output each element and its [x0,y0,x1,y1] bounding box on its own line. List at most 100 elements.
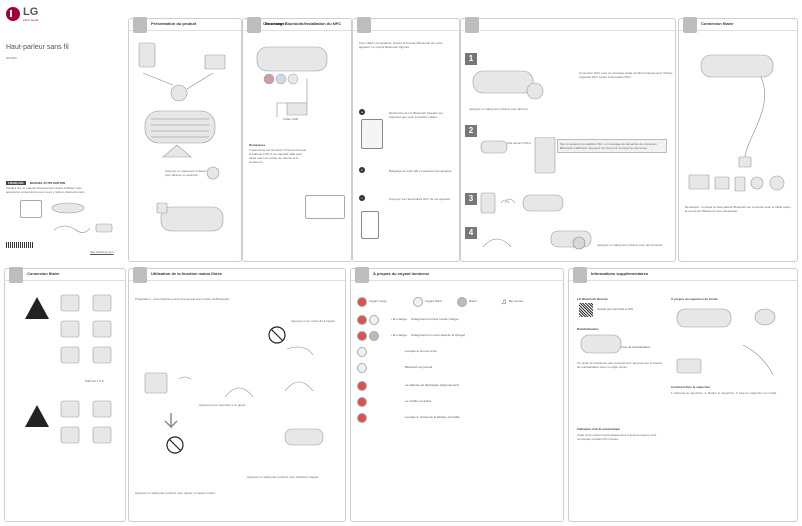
cap-fix-title: Comment fixer le capuchon [671,385,711,389]
model-number: NP3530 [6,56,17,60]
software-version: S/W Ver 1.0.0 [85,379,104,383]
step-number-3: 3 [465,193,477,205]
row2-text: Chargement en cours (état de la charge) [411,333,466,337]
panel-info: Informations supplémentaires LG Bluetoot… [568,267,798,522]
step-number-1: 1 [465,53,477,65]
speaker-side-illustration [156,202,224,232]
step1-sub: Appuyez et maintenez enfoncé pour allume… [469,107,529,111]
panel-title: Utilisation de la fonction mains libres [151,271,222,276]
row2-prefix: • En charge : [391,333,409,337]
caption-reject: Appuyez et maintenez enfoncé pour rejete… [135,491,216,495]
check-icon [9,267,23,283]
step-b-marker: b [359,167,365,173]
usb-label: Câble USB [283,117,298,121]
reset-text: Si l'unité ne fonctionne pas correctemen… [577,361,663,369]
bluetooth-intro: Pour utiliser cet appareil, activez la f… [359,41,443,49]
step-a-text: Recherche de LG Bluetooth Speaker sur l'… [389,111,444,119]
manual-label: MANUEL D'UTILISATION [30,181,66,185]
bluetooth-icon [465,17,479,33]
row1-text: Chargement terminé (mode charge) [411,317,459,321]
wired-remark: Remarque : Lorsque le haut-parleur Bluet… [685,205,792,213]
remarks-title: Remarques [249,143,266,147]
note-icon: ♫ [501,297,507,306]
remarks-text: L'autonomie est d'environ 5 heures lorsq… [249,148,307,164]
remote-title: LG Bluetooth Remote [577,297,608,301]
cap-illustration [676,308,776,376]
panel-header: Connexion Bluetooth/Installation du NFC [263,17,459,33]
legend-white: Voyant blanc [425,299,443,303]
row7-text: Lorsque le niveau de la batterie est fai… [405,415,460,419]
bluetooth-icon [357,17,371,33]
safety-warnings-grid [25,294,112,444]
row2-led-b [369,331,379,341]
panel-header: Présentation du produit [129,17,241,33]
lg-logo: LG Life's Good [6,6,38,22]
panel-title: À propos du voyant lumineux [373,271,430,276]
reset-title: Réinitialisation [577,327,599,331]
cap-fix-text: 1. Dévisser le capuchon. 2. Retirer le c… [671,391,778,395]
panel-wired: Connexion filaire Remarque : Lorsque le … [678,17,798,262]
panel-steps: 1 Connexion NFC pour un jumelage facile … [460,17,676,262]
step-number-4: 4 [465,227,477,239]
info-icon [573,267,587,283]
legend-red: Voyant rouge [369,299,387,303]
step3-illustration [480,192,564,214]
panel-header: En charge [243,17,351,33]
qr-code [579,303,593,317]
panel-header [461,17,675,33]
power-note: Appuyez et maintenez enfoncé pour allume… [165,169,207,177]
step1-caption: Connexion NFC pour un jumelage facile (A… [579,71,673,79]
barcode [6,242,34,248]
website-link[interactable]: http://www.lg.com [90,250,114,254]
panel-header: Connexion filaire [5,267,125,283]
cap-title: À propos du capuchon de l'unité [671,297,718,301]
brand-name: LG [23,6,39,18]
panel-charge: En charge Câble USB Remarques L'autonomi… [242,17,352,262]
phone-icon [133,267,147,283]
step-a-marker: a [359,109,365,115]
panel-title: Connexion filaire [701,21,734,26]
panel-presentation: Présentation du produit Appuyez et maint… [128,17,242,262]
panel-header: Connexion filaire [679,17,797,33]
caption-transfer: Appuyez et maintenez enfoncé pour transf… [247,475,319,479]
nfc-phone-icon [361,211,379,239]
row4-text: Bluetooth est jumelé [405,365,433,369]
panel-handsfree: Utilisation de la fonction mains libres … [128,267,346,522]
reset-illustration [580,334,622,354]
check-icon [133,17,147,33]
step1-speaker-illustration [472,70,544,100]
adapter-icon [305,195,345,219]
step2-illustration [480,137,556,174]
wired-illustration [688,54,785,192]
row1-prefix: • En charge : [391,317,409,321]
panel-indicator: À propos du voyant lumineux Voyant rouge… [350,267,564,522]
panel-title: Connexion filaire [27,271,60,276]
manual-notice: Veuillez lire ce manuel attentivement av… [6,186,85,194]
panel-title: En charge [265,21,285,26]
accessories-illustration [51,202,113,233]
row5-text: La batterie est déchargée (clignotement) [405,383,459,387]
step2-label: Pas besoin d'NFC [507,141,532,145]
step-c-marker: c [359,195,365,201]
lg-logo-icon [6,7,20,21]
charging-illustration [256,46,328,117]
red-led-icon [357,297,367,307]
panel-title: Informations supplémentaires [591,271,649,276]
white-led-icon [413,297,423,307]
speaker-thumb-icon [20,200,42,218]
cable-icon [683,17,697,33]
off-led-icon [457,297,467,307]
panel-title: Présentation du produit [151,21,197,26]
step-b-text: Balayage du code QR et sélection de l'ap… [389,169,453,173]
row2-led [357,331,367,341]
step2-note: Sur un appareil compatible NFC, un messa… [557,139,667,153]
row6-text: Le fusible est activé [405,399,432,403]
row1-led-b [369,315,379,325]
step-c-text: Appuyez sur l'autocollant NFC de cet app… [389,197,451,201]
battery-icon [247,17,261,33]
row4-led [357,363,367,373]
legend-beep: Bip sonore [509,299,524,303]
row3-text: Lorsque le son est émis [405,349,437,353]
product-overview-illustration [138,42,226,180]
remote-text: Gratuit pour Android et iOS [597,307,634,311]
